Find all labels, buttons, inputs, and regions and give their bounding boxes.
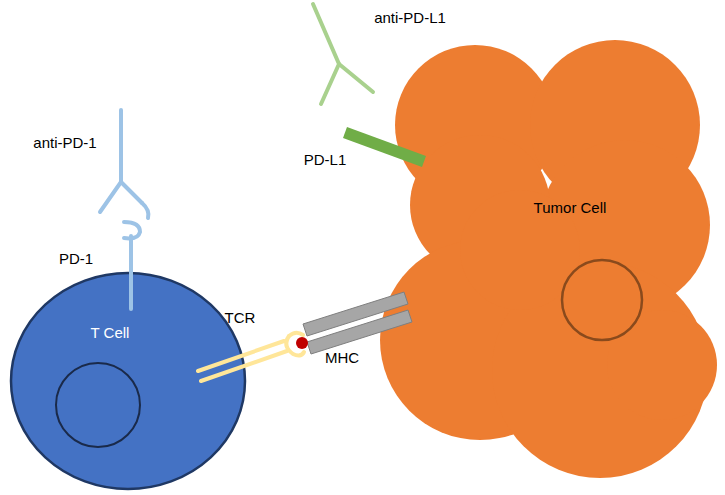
antibody-label: anti-PD-L1 xyxy=(374,9,446,27)
pdl1-molecule xyxy=(343,127,426,167)
molecule-label: MHC xyxy=(325,349,359,367)
pd1-receptor xyxy=(124,222,140,309)
receptor-label: PD-1 xyxy=(59,250,93,268)
receptor-label: TCR xyxy=(225,309,256,327)
cell-name: Tumor Cell xyxy=(534,199,607,217)
antibody-label: anti-PD-1 xyxy=(33,134,96,152)
tumor-cell-outline xyxy=(375,30,725,485)
anti-pd1-antibody xyxy=(100,110,148,218)
tumor-cell: Tumor Cell xyxy=(375,30,725,485)
cell-name: T Cell xyxy=(91,324,130,342)
molecule-label: PD-L1 xyxy=(304,151,347,169)
mhc-molecule xyxy=(303,292,412,354)
tcr-receptor xyxy=(198,333,304,381)
antigen-dot xyxy=(296,337,308,349)
anti-pdl1-antibody xyxy=(313,4,373,104)
